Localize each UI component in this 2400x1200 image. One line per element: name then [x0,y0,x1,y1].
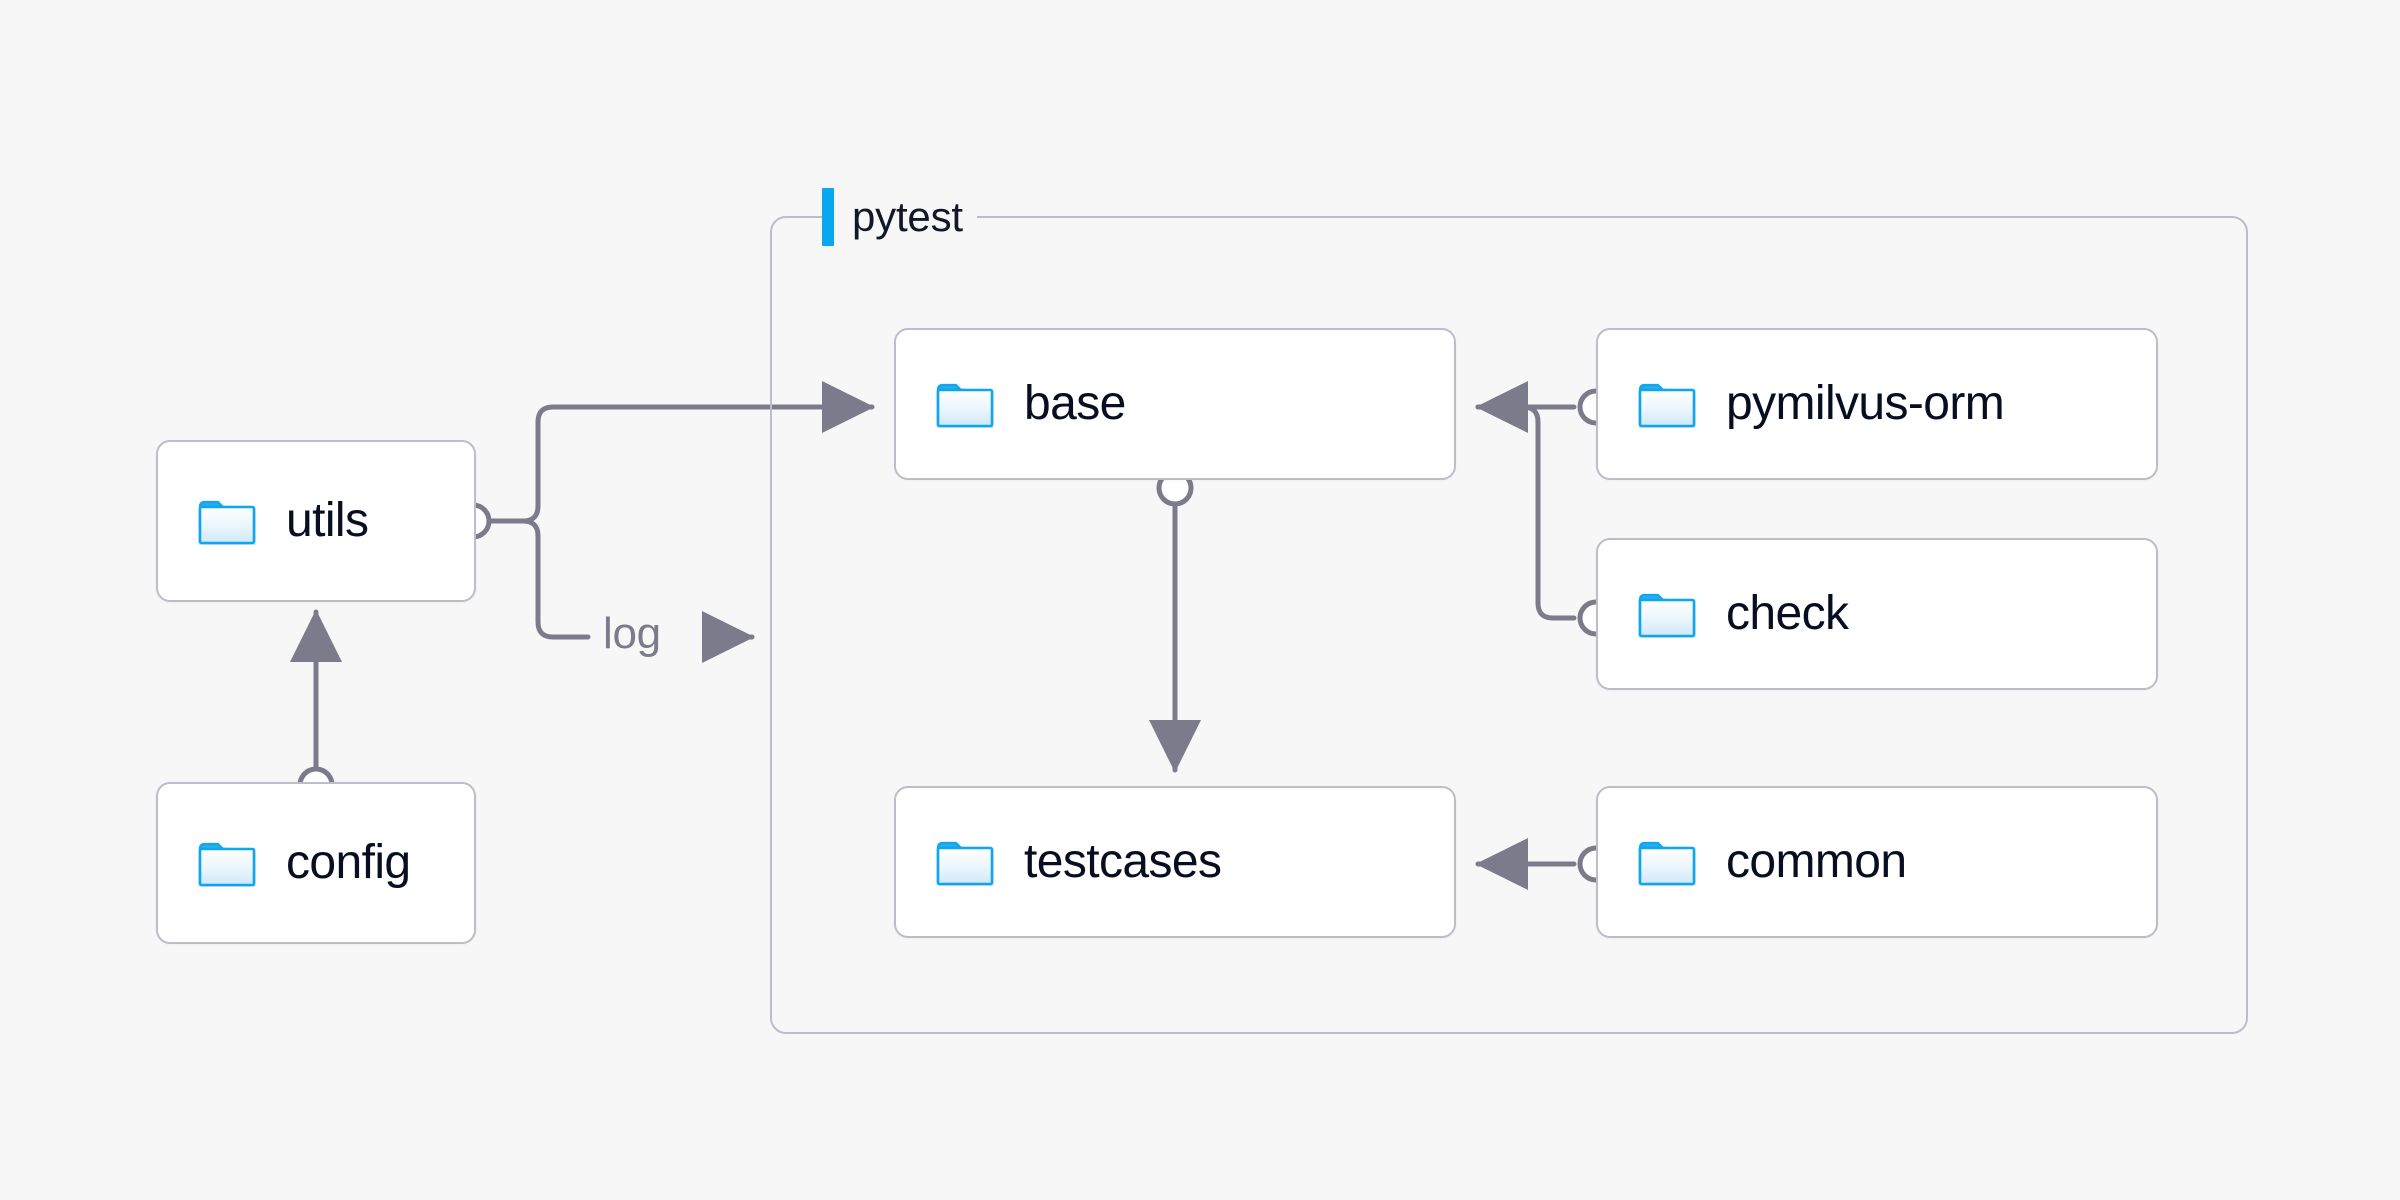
folder-icon [936,841,994,886]
node-label: utils [286,494,369,547]
edge-label-log: log [603,609,661,658]
node-utils[interactable]: utils [156,440,476,602]
folder-icon [1638,383,1696,428]
edge-check-to-base [1475,404,1577,621]
node-label: base [1024,377,1126,430]
edge-utils-to-log [486,518,591,640]
node-label: pymilvus-orm [1726,377,2005,430]
folder-icon [936,383,994,428]
folder-icon [1638,841,1696,886]
node-base[interactable]: base [894,328,1456,480]
node-config[interactable]: config [156,782,476,944]
folder-icon [198,500,256,545]
node-label: check [1726,587,1849,640]
node-common[interactable]: common [1596,786,2158,938]
node-pymilvus-orm[interactable]: pymilvus-orm [1596,328,2158,480]
node-label: config [286,836,411,889]
group-title-text: pytest [852,193,963,240]
node-check[interactable]: check [1596,538,2158,690]
node-label: testcases [1024,835,1222,888]
node-testcases[interactable]: testcases [894,786,1456,938]
pytest-group-container [770,216,2248,1034]
folder-icon [198,842,256,887]
folder-icon [1638,593,1696,638]
group-accent-bar [822,188,834,246]
node-label: common [1726,835,1907,888]
pytest-group-label: pytest [822,188,977,246]
